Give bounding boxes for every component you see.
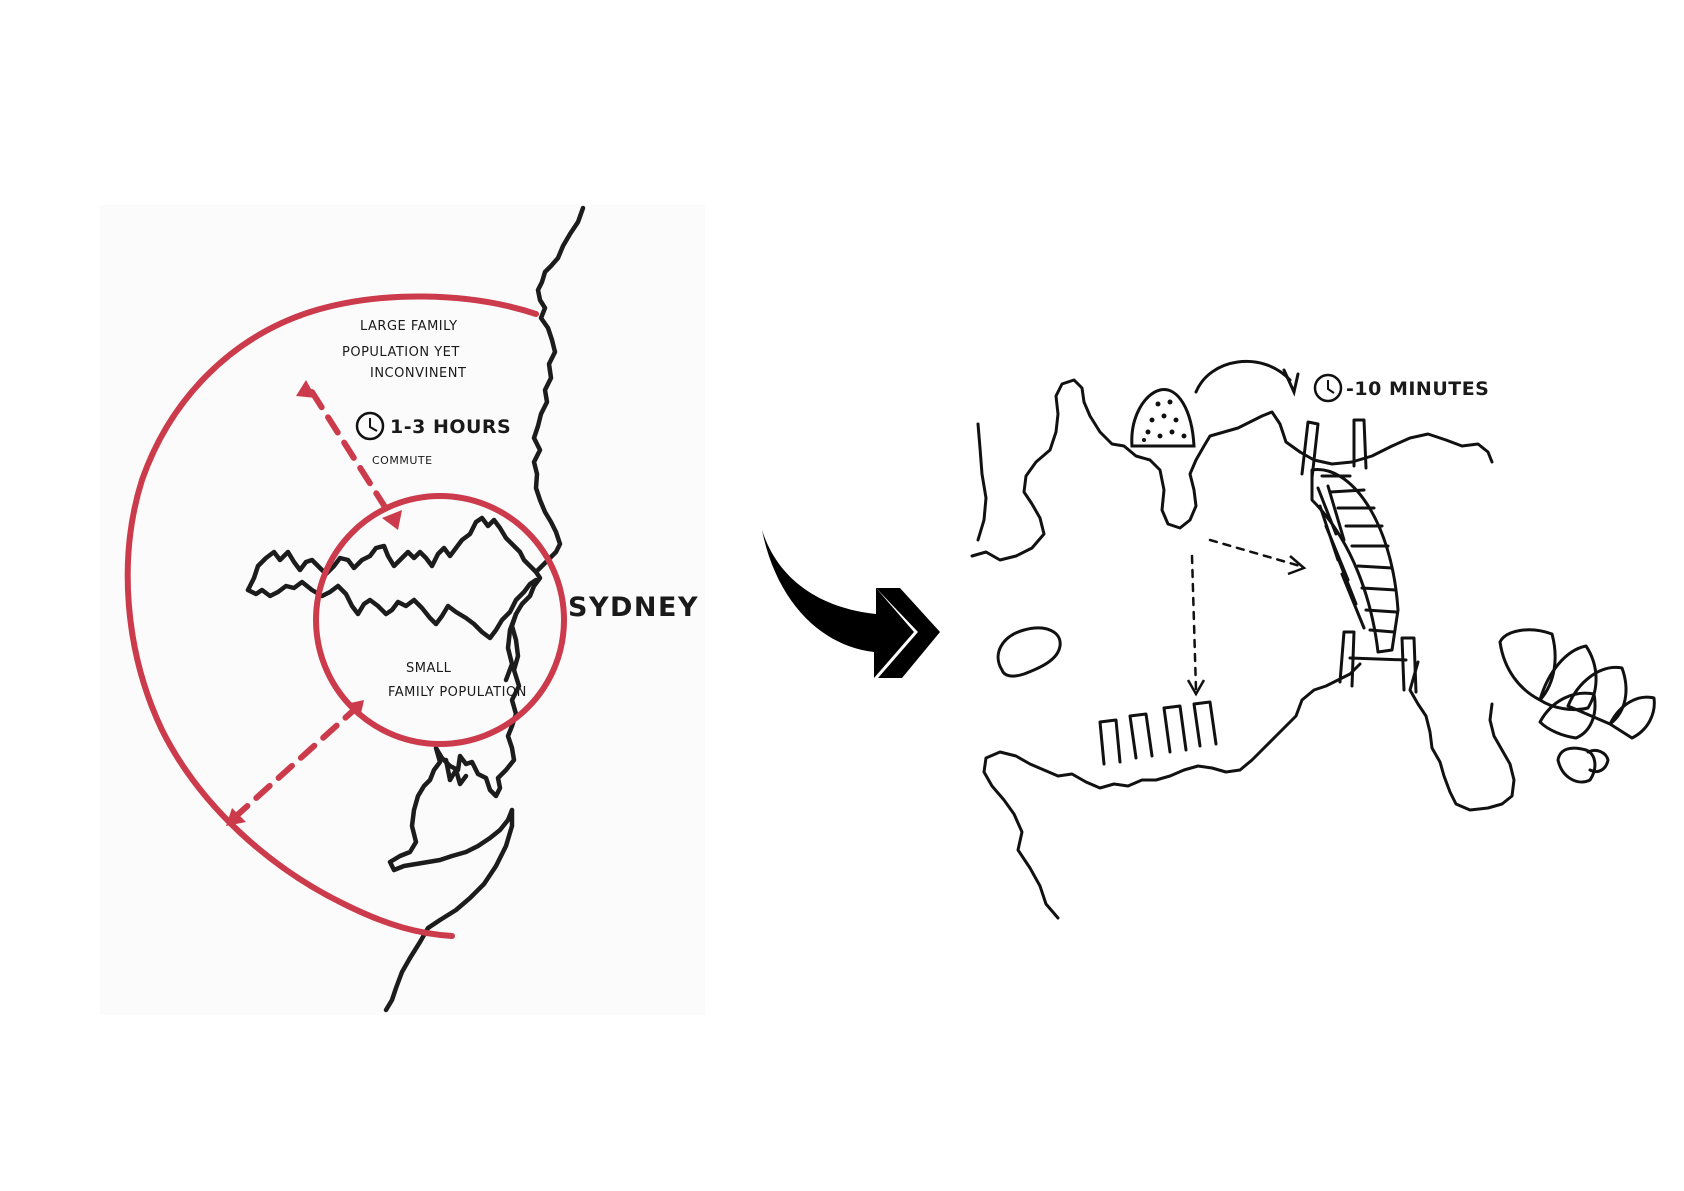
city-label: SYDNEY [568,592,699,623]
arrow-head [1287,555,1307,576]
south-shore-coast [982,662,1362,920]
clock-icon [1313,373,1343,403]
commute-arrow-southwest [231,707,357,821]
arrow-head [296,380,316,398]
western-edge [976,422,988,542]
inner-zone-label-line2: FAMILY POPULATION [388,685,527,700]
commute-label: COMMUTE [372,454,433,467]
arrow-head [226,808,246,826]
clock-icon [355,411,385,441]
outer-zone-label-line2: POPULATION YET [342,345,460,360]
arrow-head [1186,679,1206,697]
inner-zone-label-line1: SMALL [406,661,452,676]
travel-arrow [1194,359,1292,394]
arrow-head [382,510,402,530]
left-map: LARGE FAMILY POPULATION YET INCONVINENT … [124,205,699,1013]
right-map: -10 MINUTES [970,359,1656,920]
commute-time-label: 1-3 HOURS [390,416,511,438]
eastern-point [1408,660,1516,812]
arrow-head [346,700,364,718]
outer-zone-label-line3: INCONVINENT [370,366,466,381]
coastline [383,205,586,1013]
dashed-arrow-east [1208,538,1302,568]
north-shore-coast-2 [1298,432,1494,466]
harbour-bridge-icon [1300,418,1418,694]
wharves [1098,700,1218,766]
headland [503,611,519,683]
harbour-river [245,515,539,593]
chevron-double-right-icon [762,530,940,678]
island [996,626,1062,678]
dashed-arrow-south [1190,554,1198,692]
north-shore-coast [970,378,1302,562]
bay-inlet [443,757,469,787]
left-paper [100,205,705,1015]
outer-commute-ring [124,293,539,939]
inner-city-ring [313,493,567,747]
dome-icon [1130,388,1196,448]
arrow-head [1282,368,1300,397]
opera-house-icon [1498,628,1656,784]
harbour-river-south [245,577,539,641]
commute-arrow-north [309,389,395,521]
travel-time-label: -10 MINUTES [1346,378,1489,400]
outer-zone-label-line1: LARGE FAMILY [360,319,458,334]
